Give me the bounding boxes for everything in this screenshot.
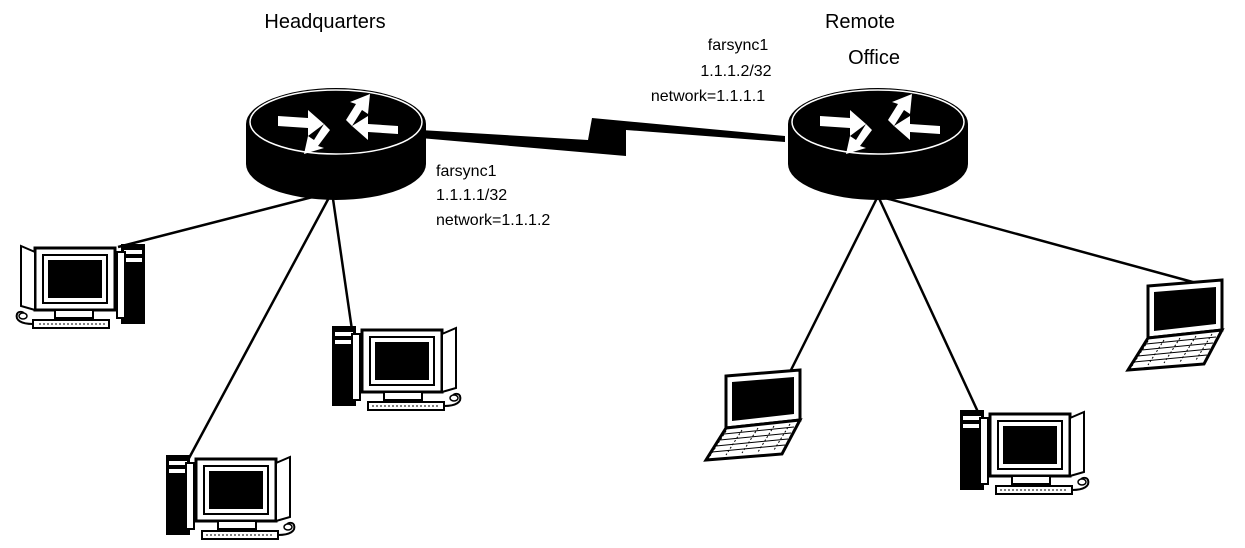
hq-link-desktop-left (117, 190, 333, 249)
hq-link-desktop-center (330, 191, 354, 331)
remote-interface-address: 1.1.1.2/32 (700, 63, 771, 80)
hq-title: Headquarters (264, 11, 385, 33)
hq-interface-name: farsync1 (436, 163, 497, 180)
hq-interface-labels: farsync1 1.1.1.1/32 network=1.1.1.2 (436, 163, 550, 229)
hq-desktop-center-icon (330, 324, 462, 412)
remote-link-laptop-right (877, 194, 1201, 286)
remote-router-icon (787, 87, 969, 201)
remote-connections (788, 194, 1201, 413)
serial-link-lightning-icon (420, 118, 785, 156)
remote-desktop-icon (958, 408, 1090, 496)
hq-router-icon (245, 87, 427, 201)
hq-interface-address: 1.1.1.1/32 (436, 187, 507, 204)
hq-link-desktop-bottom (186, 191, 334, 461)
remote-interface-network: network=1.1.1.1 (651, 88, 765, 105)
remote-link-desktop (876, 195, 980, 413)
remote-laptop-left-icon (704, 368, 802, 462)
remote-laptop-right-icon (1126, 278, 1224, 372)
hq-desktop-left-icon (15, 242, 147, 330)
hq-desktop-bottom-icon (164, 453, 296, 541)
remote-title-line2: Office (848, 47, 900, 69)
remote-interface-name: farsync1 (708, 37, 769, 54)
remote-interface-labels: farsync1 1.1.1.2/32 network=1.1.1.1 (651, 37, 772, 105)
hq-interface-network: network=1.1.1.2 (436, 212, 550, 229)
remote-title-line1: Remote (825, 11, 895, 33)
remote-link-laptop-left (788, 195, 880, 373)
hq-connections (117, 190, 354, 461)
